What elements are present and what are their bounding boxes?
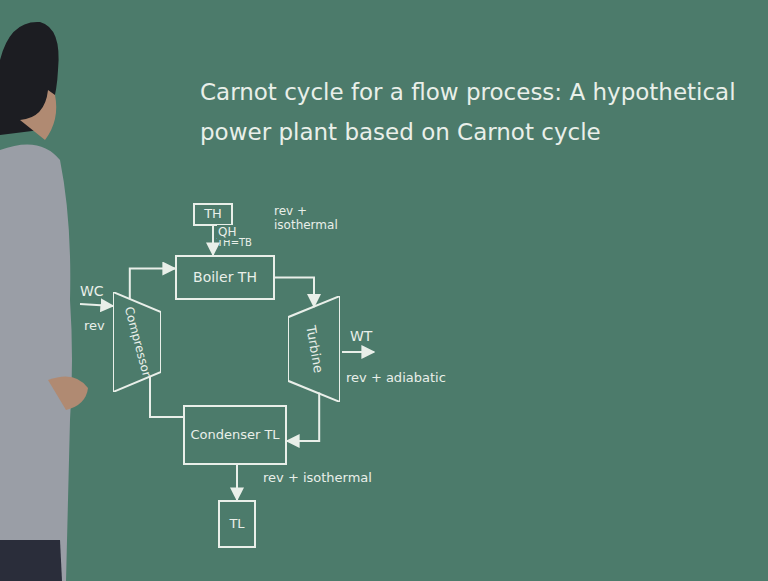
node-label: Condenser TL [190,428,279,443]
flow-line [287,393,319,442]
flow-line [130,269,175,300]
condenser-box: Condenser TL [183,405,287,465]
board-title: Carnot cycle for a flow process: A hypot… [200,72,760,152]
node-label: Turbine [303,324,326,374]
process-note: rev + isothermal [263,470,393,486]
process-note: rev + adiabatic [346,370,466,386]
node-label: Boiler TH [193,269,257,285]
reservoir-box: TL [218,500,256,548]
turbine-symbol: Turbine [288,296,340,402]
work-label: WT [350,328,390,345]
boiler-box: Boiler TH [175,255,275,300]
reservoir-box: TH [193,203,233,226]
node-label: TL [229,517,244,532]
node-label: Compressor [121,306,153,379]
heat-label: QH [217,225,237,239]
lecturer-figure [0,22,88,581]
compressor-symbol: Compressor [113,292,161,392]
process-note: rev + isothermal [274,204,346,233]
compressor-work-arrow [80,304,113,306]
flow-line [150,377,183,417]
turbine-work-arrow [342,351,374,353]
flow-line [212,226,214,255]
flow-line [236,465,238,500]
node-label: TH [204,207,222,222]
work-label: WC [80,283,120,300]
process-note: rev [84,318,114,334]
flow-line [275,278,314,307]
